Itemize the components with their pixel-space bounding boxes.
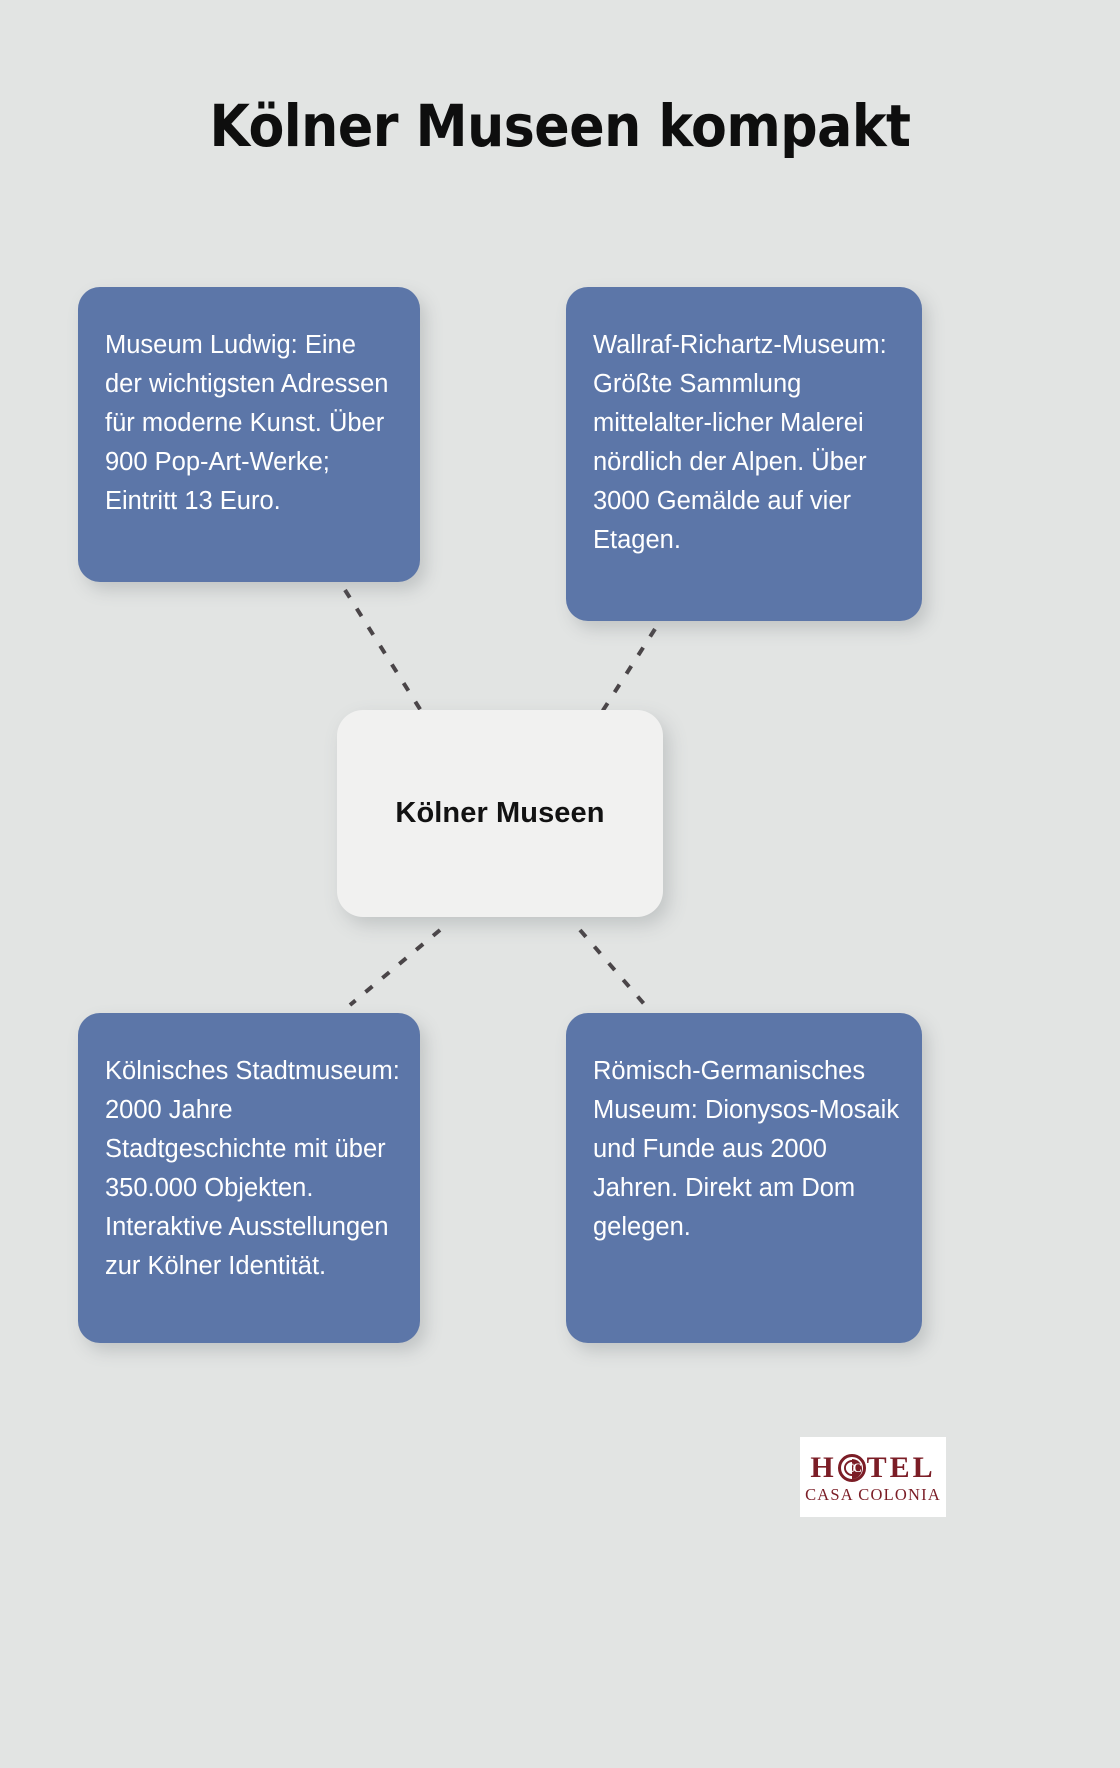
hotel-casa-colonia-logo: H CC TEL CASA COLONIA bbox=[800, 1437, 946, 1517]
branch-card-text: Wallraf-Richartz-Museum: Größte Sammlung… bbox=[593, 331, 887, 554]
branch-card-text: Kölnisches Stadtmuseum: 2000 Jahre Stadt… bbox=[105, 1057, 400, 1280]
connector-bottom-left bbox=[348, 928, 442, 1007]
logo-emblem-monogram: CC bbox=[845, 1460, 862, 1476]
logo-subtitle: CASA COLONIA bbox=[805, 1484, 941, 1504]
logo-spiral-emblem-icon: CC bbox=[837, 1453, 866, 1482]
logo-wordmark-left: H bbox=[810, 1450, 837, 1484]
logo-wordmark: H CC TEL bbox=[810, 1450, 936, 1484]
branch-card-roemisch-germanisches[interactable]: Römisch-Germanisches Museum: Dionysos-Mo… bbox=[566, 1013, 922, 1343]
center-node-label: Kölner Museen bbox=[395, 797, 605, 829]
center-node[interactable]: Kölner Museen bbox=[337, 710, 663, 917]
page-title: Kölner Museen kompakt bbox=[209, 92, 911, 160]
branch-card-museum-ludwig[interactable]: Museum Ludwig: Eine der wichtigsten Adre… bbox=[78, 287, 420, 582]
logo-emblem-ring bbox=[843, 1459, 860, 1476]
connector-bottom-right bbox=[578, 928, 647, 1007]
logo-wordmark-right: TEL bbox=[866, 1450, 936, 1484]
branch-card-koelnisches-stadtmuseum[interactable]: Kölnisches Stadtmuseum: 2000 Jahre Stadt… bbox=[78, 1013, 420, 1343]
branch-card-wallraf-richartz[interactable]: Wallraf-Richartz-Museum: Größte Sammlung… bbox=[566, 287, 922, 621]
branch-card-text: Römisch-Germanisches Museum: Dionysos-Mo… bbox=[593, 1057, 900, 1241]
branch-card-text: Museum Ludwig: Eine der wichtigsten Adre… bbox=[105, 331, 389, 515]
